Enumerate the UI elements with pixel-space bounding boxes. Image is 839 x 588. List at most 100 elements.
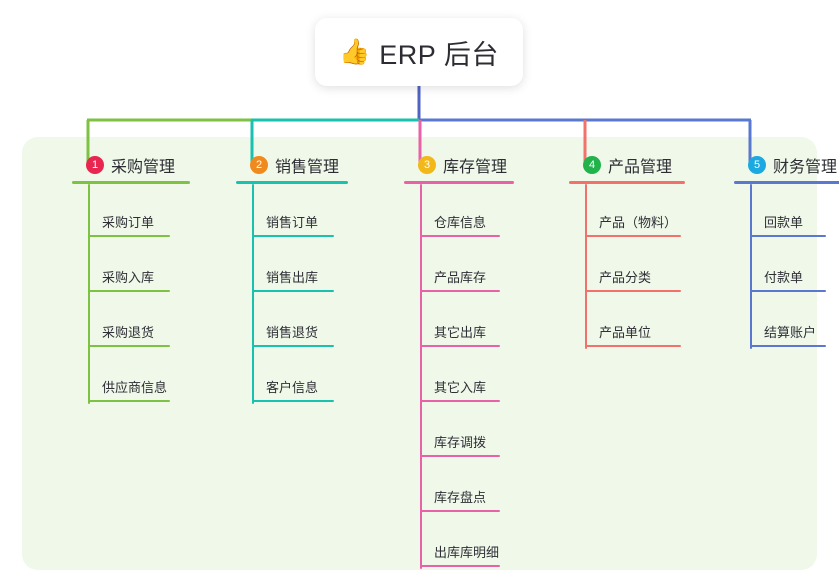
branch-item-underline [585, 345, 681, 347]
branch-header-3[interactable]: 3 库存管理 [418, 152, 514, 178]
branch-item[interactable]: 销售退货 [236, 294, 348, 349]
branch-item-underline [750, 345, 826, 347]
branch-item-underline [88, 345, 170, 347]
branch-spine [252, 184, 254, 404]
branch-item-underline [585, 235, 681, 237]
branch-number-badge: 4 [583, 156, 601, 174]
branch-items-3: 仓库信息产品库存其它出库其它入库库存调拨库存盘点出库库明细 [404, 184, 514, 569]
branch-spine [88, 184, 90, 404]
branch-header-5[interactable]: 5 财务管理 [748, 152, 839, 178]
branch-item-underline [420, 565, 500, 567]
branch-item[interactable]: 采购入库 [72, 239, 190, 294]
branch-underline [734, 181, 839, 184]
branch-item-label: 出库库明细 [434, 545, 500, 560]
branch-item-label: 库存盘点 [434, 490, 487, 505]
branch-item[interactable]: 其它出库 [404, 294, 514, 349]
branch-spine [750, 184, 752, 349]
branch-item-underline [420, 400, 500, 402]
branch-header-4[interactable]: 4 产品管理 [583, 152, 685, 178]
root-node-erp-backend[interactable]: 👍 ERP 后台 [315, 18, 523, 86]
branch-item[interactable]: 产品分类 [569, 239, 685, 294]
branch-header-2[interactable]: 2 销售管理 [250, 152, 348, 178]
branch-item-label: 产品单位 [599, 325, 652, 340]
branch-title-label: 销售管理 [275, 159, 340, 176]
branch-title-label: 产品管理 [608, 159, 673, 176]
branch-item-underline [420, 345, 500, 347]
branch-title-label: 财务管理 [773, 159, 838, 176]
branch-items-2: 销售订单销售出库销售退货客户信息 [236, 184, 348, 404]
branch-item[interactable]: 结算账户 [734, 294, 839, 349]
branch-item-underline [750, 235, 826, 237]
branch-item-label: 仓库信息 [434, 215, 487, 230]
branch-item-underline [420, 235, 500, 237]
branch-title-label: 库存管理 [443, 159, 508, 176]
branch-spine [420, 184, 422, 569]
branch-items-1: 采购订单采购入库采购退货供应商信息 [72, 184, 190, 404]
branch-4: 4 产品管理产品（物料） 产品分类产品单位 [569, 152, 685, 349]
branch-item-label: 其它出库 [434, 325, 487, 340]
branch-item-label: 采购入库 [102, 270, 155, 285]
branch-number-badge: 5 [748, 156, 766, 174]
branch-item[interactable]: 产品单位 [569, 294, 685, 349]
branch-item-underline [88, 290, 170, 292]
branch-item[interactable]: 销售出库 [236, 239, 348, 294]
branch-underline [236, 181, 348, 184]
branch-item-label: 客户信息 [266, 380, 319, 395]
branch-item-label: 结算账户 [764, 325, 817, 340]
branch-item[interactable]: 回款单 [734, 184, 839, 239]
root-node-label: ERP 后台 [379, 39, 499, 70]
branch-item[interactable]: 产品（物料） [569, 184, 685, 239]
branch-item[interactable]: 库存盘点 [404, 459, 514, 514]
branch-underline [404, 181, 514, 184]
branch-number-badge: 1 [86, 156, 104, 174]
branch-item[interactable]: 仓库信息 [404, 184, 514, 239]
branch-number-badge: 2 [250, 156, 268, 174]
branch-item-label: 销售退货 [266, 325, 319, 340]
branch-title-label: 采购管理 [111, 159, 176, 176]
branch-item-label: 库存调拨 [434, 435, 487, 450]
branch-item-underline [585, 290, 681, 292]
branch-2: 2 销售管理销售订单销售出库销售退货客户信息 [236, 152, 348, 404]
branch-header-1[interactable]: 1 采购管理 [86, 152, 190, 178]
branch-spine [585, 184, 587, 349]
branch-item[interactable]: 采购退货 [72, 294, 190, 349]
branch-item[interactable]: 产品库存 [404, 239, 514, 294]
branch-item-label: 采购订单 [102, 215, 155, 230]
branch-item-label: 产品（物料） [599, 215, 678, 230]
branch-item[interactable]: 采购订单 [72, 184, 190, 239]
branch-3: 3 库存管理仓库信息产品库存其它出库其它入库库存调拨库存盘点出库库明细 [404, 152, 514, 569]
branch-item-underline [750, 290, 826, 292]
branch-item-underline [252, 400, 334, 402]
thumbs-up-icon: 👍 [339, 37, 371, 66]
branch-item-underline [88, 400, 170, 402]
branch-item-label: 回款单 [764, 215, 804, 230]
branch-item[interactable]: 出库库明细 [404, 514, 514, 569]
branch-items-4: 产品（物料） 产品分类产品单位 [569, 184, 685, 349]
branch-item-underline [88, 235, 170, 237]
branch-item[interactable]: 供应商信息 [72, 349, 190, 404]
branches-panel [22, 137, 817, 570]
branch-item-underline [420, 510, 500, 512]
branch-number-badge: 3 [418, 156, 436, 174]
branch-5: 5 财务管理回款单付款单结算账户 [734, 152, 839, 349]
branch-item-label: 产品分类 [599, 270, 652, 285]
branch-item-label: 销售出库 [266, 270, 319, 285]
branch-item-label: 其它入库 [434, 380, 487, 395]
branch-item[interactable]: 销售订单 [236, 184, 348, 239]
branch-item[interactable]: 客户信息 [236, 349, 348, 404]
branch-item-label: 付款单 [764, 270, 804, 285]
branch-item-underline [420, 290, 500, 292]
branch-item-label: 产品库存 [434, 270, 487, 285]
branch-items-5: 回款单付款单结算账户 [734, 184, 839, 349]
branch-item-label: 供应商信息 [102, 380, 168, 395]
branch-item[interactable]: 其它入库 [404, 349, 514, 404]
branch-item[interactable]: 库存调拨 [404, 404, 514, 459]
branch-item-underline [420, 455, 500, 457]
branch-underline [569, 181, 685, 184]
branch-item-label: 销售订单 [266, 215, 319, 230]
branch-item-label: 采购退货 [102, 325, 155, 340]
branch-item[interactable]: 付款单 [734, 239, 839, 294]
branch-item-underline [252, 345, 334, 347]
branch-underline [72, 181, 190, 184]
